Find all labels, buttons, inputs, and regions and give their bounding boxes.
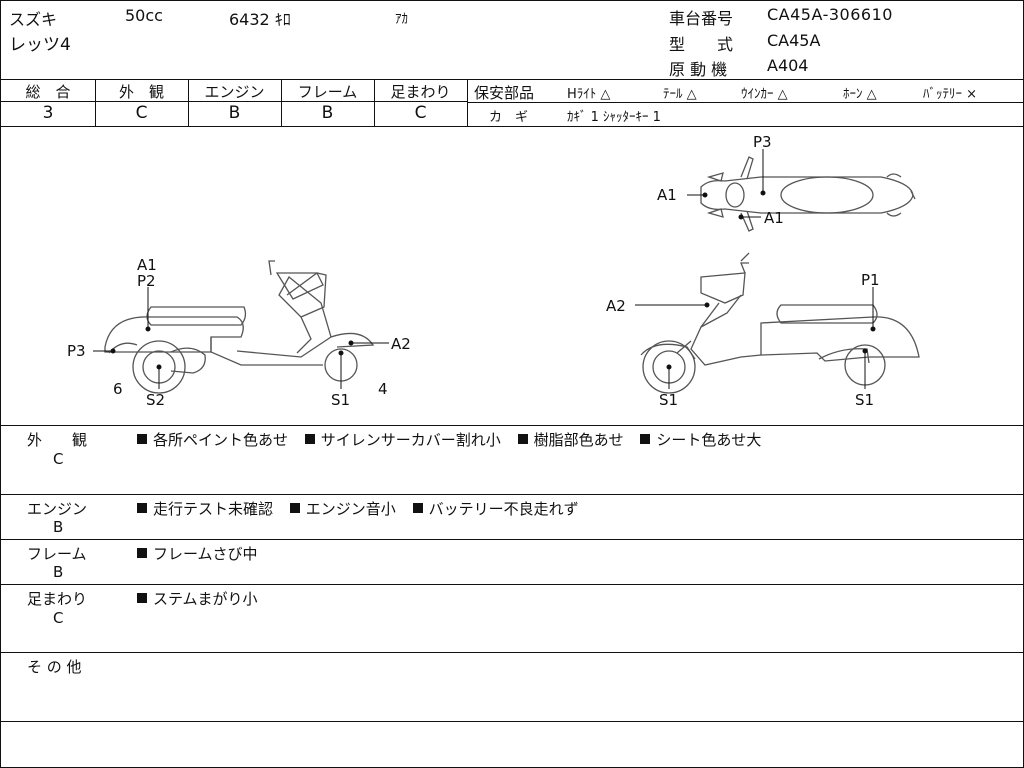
label-top-a1-right: A1	[764, 209, 784, 227]
model-name: レッツ4	[9, 35, 71, 55]
note-suspension-items: ステムまがり小	[137, 588, 270, 609]
note-exterior-items: 各所ペイント色あせ サイレンサーカバー割れ小 樹脂部色あせ シート色あせ大	[137, 429, 773, 450]
note-frame-grade: B	[53, 563, 64, 581]
label-left-4: 4	[378, 380, 388, 398]
label-left-p3: P3	[67, 342, 86, 360]
note-item: ステムまがり小	[153, 590, 258, 608]
safety-tail: ﾃｰﾙ △	[663, 87, 697, 102]
engine-label: 原 動 機	[669, 60, 728, 79]
note-item: バッテリー不良走れず	[428, 500, 579, 518]
bullet-icon	[304, 434, 315, 444]
label-right-s1-rear: S1	[855, 391, 874, 409]
type-label: 型 式	[669, 35, 734, 54]
engine-value: A404	[767, 56, 809, 75]
displacement: 50cc	[125, 6, 163, 25]
tail-mark: △	[686, 87, 697, 102]
top-view-scooter	[700, 156, 916, 232]
damage-diagram: P3 A1 A1 A1 P2 P3 A2 6 S2 S1 4 A2 P1 S1 …	[67, 133, 920, 409]
note-exterior-grade: C	[53, 450, 64, 468]
grade-divider	[1, 101, 467, 102]
safety-label: 保安部品	[474, 84, 535, 102]
winker-mark: △	[777, 87, 788, 102]
grade-suspension-value: C	[414, 103, 427, 123]
note-item: エンジン音小	[305, 500, 396, 518]
horn-mark: △	[866, 87, 877, 102]
label-right-p1: P1	[861, 271, 880, 289]
note-other-category: そ の 他	[27, 658, 82, 676]
bullet-icon	[137, 593, 147, 603]
label-left-a1: A1	[137, 256, 157, 274]
label-top-a1-left: A1	[657, 186, 677, 204]
grade-exterior-label: 外 観	[118, 83, 164, 101]
label-left-s2: S2	[146, 391, 165, 409]
note-frame-items: フレームさび中	[137, 543, 270, 564]
safety-winker: ｳｲﾝｶｰ △	[741, 87, 788, 102]
label-left-6: 6	[113, 380, 123, 398]
bullet-icon	[517, 434, 528, 444]
bullet-icon	[137, 548, 147, 558]
grade-total-value: 3	[42, 103, 54, 123]
frame-no-value: CA45A-306610	[767, 5, 893, 24]
safety-battery: ﾊﾞｯﾃﾘｰ ×	[923, 87, 978, 102]
note-item: フレームさび中	[153, 545, 258, 563]
note-engine-category: エンジン	[27, 500, 88, 518]
note-item: 走行テスト未確認	[153, 500, 274, 518]
bullet-icon	[412, 503, 423, 513]
note-frame-category: フレーム	[27, 545, 87, 563]
key-label: カ ギ	[489, 110, 529, 125]
bullet-icon	[137, 434, 147, 444]
grade-engine-value: B	[228, 103, 241, 123]
note-item: 樹脂部色あせ	[533, 431, 624, 449]
label-top-p3: P3	[753, 133, 772, 151]
frame-no-label: 車台番号	[669, 9, 734, 28]
note-suspension-grade: C	[53, 609, 64, 627]
note-item: 各所ペイント色あせ	[153, 431, 289, 449]
mileage: 6432 ｷﾛ	[229, 10, 291, 29]
note-engine-grade: B	[53, 518, 64, 536]
note-engine-items: 走行テスト未確認 エンジン音小 バッテリー不良走れず	[137, 498, 591, 519]
maker-name: スズキ	[9, 10, 58, 29]
type-value: CA45A	[767, 31, 821, 50]
grade-frame-label: フレーム	[297, 83, 358, 101]
key-value: ｶｷﾞ 1 ｼｬｯﾀｰｷｰ 1	[567, 110, 661, 125]
safety-headlight: Hﾗｲﾄ △	[567, 87, 611, 102]
label-left-s1: S1	[331, 391, 350, 409]
grade-frame-value: B	[321, 103, 334, 123]
grade-suspension-label: 足まわり	[390, 83, 451, 101]
grade-engine-label: エンジン	[204, 83, 265, 101]
note-suspension-category: 足まわり	[27, 590, 88, 608]
bullet-icon	[289, 503, 300, 513]
note-item: サイレンサーカバー割れ小	[320, 431, 501, 449]
bullet-icon	[137, 503, 147, 513]
label-right-a2: A2	[606, 297, 626, 315]
note-exterior-category: 外 観	[27, 431, 88, 449]
label-right-s1-front: S1	[659, 391, 678, 409]
label-left-p2: P2	[137, 272, 156, 290]
grade-exterior-value: C	[135, 103, 148, 123]
bullet-icon	[640, 434, 651, 444]
note-item: シート色あせ大	[656, 431, 762, 449]
battery-mark: ×	[966, 87, 978, 102]
safety-horn: ﾎｰﾝ △	[843, 87, 877, 102]
label-left-a2: A2	[391, 335, 411, 353]
body-color: ｱｶ	[395, 12, 408, 27]
headlight-mark: △	[600, 87, 611, 102]
grade-total-label: 総 合	[25, 83, 71, 101]
